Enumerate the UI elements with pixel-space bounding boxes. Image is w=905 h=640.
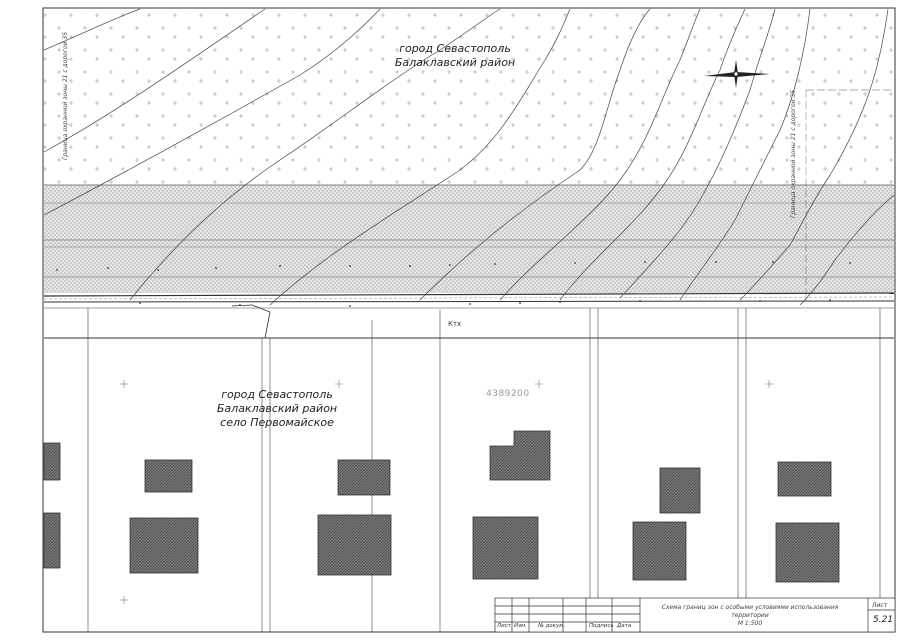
building (43, 512, 61, 569)
grid-crosses (120, 380, 773, 604)
buildings (43, 430, 840, 583)
elevation-marks (56, 261, 851, 307)
region-label-bottom-line: город Севастополь (221, 388, 333, 401)
building (472, 516, 539, 580)
region-label-bottom-line: село Первомайское (220, 416, 334, 429)
contour-lines (43, 8, 895, 306)
region-label-top-line: город Севастополь (399, 42, 511, 55)
region-label-bottom: город Севастополь Балаклавский район сел… (192, 388, 362, 430)
building (777, 461, 832, 497)
drawing-scale: М 1:500 (737, 620, 763, 627)
region-label-top-line: Балаклавский район (394, 56, 516, 69)
building (337, 459, 391, 496)
building (129, 517, 199, 574)
zone-note-right: Граница охранной зоны 21 с дорогой 35 (790, 89, 797, 218)
building (317, 514, 392, 576)
sheet-label: Лист (872, 602, 888, 609)
title-column-doc: № докум. (538, 623, 566, 629)
building (489, 430, 551, 481)
title-block (494, 597, 896, 633)
parcel-number: 4389200 (486, 389, 530, 399)
building (659, 467, 701, 514)
building (775, 522, 840, 583)
title-column-date: Дата (617, 623, 632, 629)
building (632, 521, 687, 581)
title-column-sheet: Лист (497, 623, 511, 629)
zone-note-left: Граница охранной зоны 21 с дорогой 35 (62, 31, 69, 160)
building (43, 442, 61, 481)
field-hatch (44, 9, 894, 185)
title-column-rev: Изм. (514, 623, 527, 629)
region-label-top: город Севастополь Балаклавский район (380, 42, 530, 70)
sheet-frame (42, 7, 896, 633)
road-tag: Ктх (448, 320, 462, 328)
sheet-number: 5.21 (873, 615, 894, 625)
drawing-title: Схема границ зон с особыми условиями исп… (645, 604, 855, 628)
north-arrow-icon (704, 60, 770, 88)
region-label-bottom-line: Балаклавский район (216, 402, 338, 415)
title-column-sign: Подпись (589, 623, 614, 629)
building (144, 459, 193, 493)
drawing-title-line: Схема границ зон с особыми условиями исп… (661, 604, 839, 619)
parcel-boundaries (87, 308, 881, 632)
road (43, 292, 895, 339)
